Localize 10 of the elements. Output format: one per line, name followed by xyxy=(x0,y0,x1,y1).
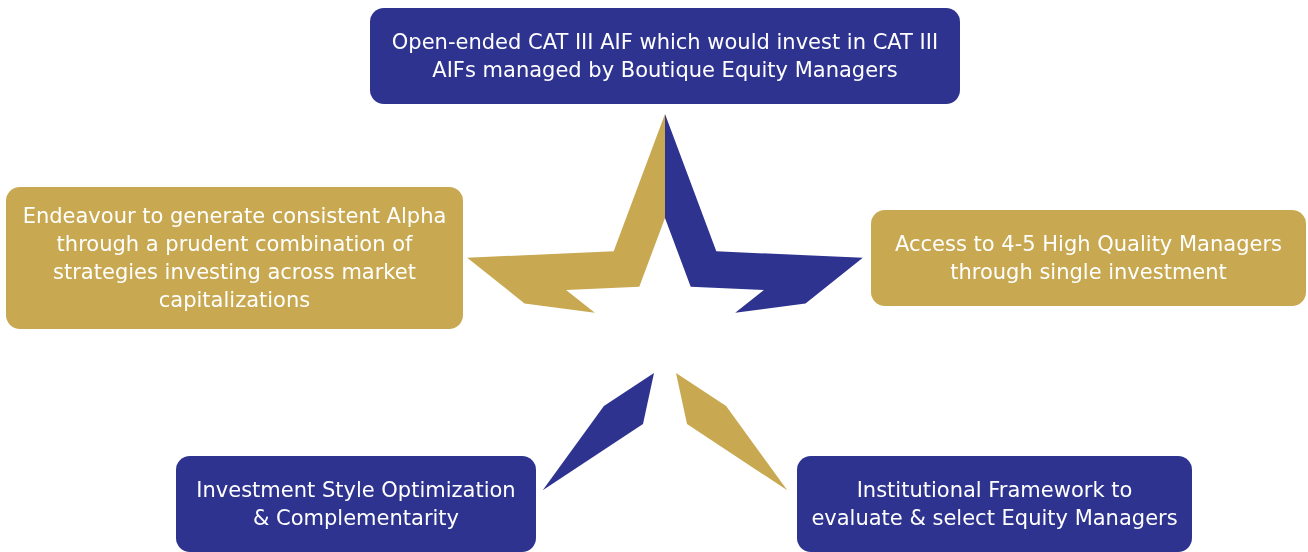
text-box xyxy=(6,187,463,329)
text-box xyxy=(797,456,1192,552)
text-box xyxy=(176,456,536,552)
text-box xyxy=(871,210,1306,306)
text-box xyxy=(370,8,960,104)
box-text: Endeavour to generate consistent Alpha through a prudent combination of strategies investing across market capitalizations xyxy=(21,203,448,314)
box-text: Open-ended CAT III AIF which would invest in CAT III AIFs managed by Boutique Equity Managers xyxy=(390,29,940,84)
box-text: Investment Style Optimization & Complementarity xyxy=(195,477,517,532)
box-text: Access to 4-5 High Quality Managers through single investment xyxy=(894,231,1283,286)
box-text: Institutional Framework to evaluate & select Equity Managers xyxy=(811,477,1178,532)
